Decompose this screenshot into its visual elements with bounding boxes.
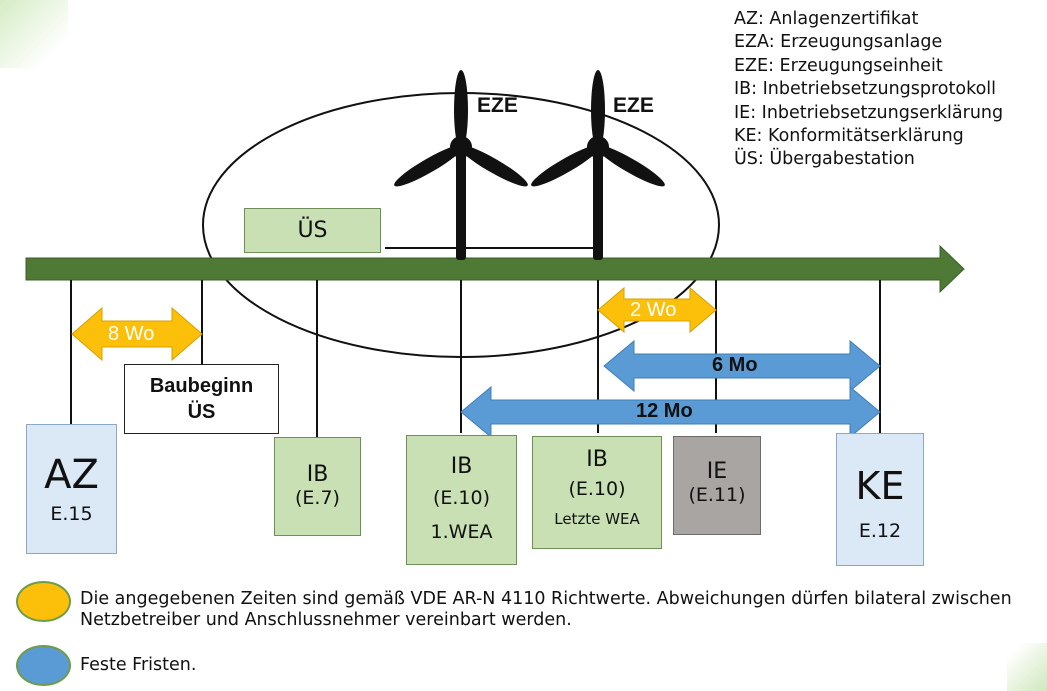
ib-e10-first-note: 1.WEA <box>430 521 493 543</box>
ie-box: IE (E.11) <box>673 436 761 535</box>
ib-e10-first-ref: (E.10) <box>432 487 491 509</box>
baubeginn-box: Baubeginn ÜS <box>124 364 279 434</box>
legend-item: IE: Inbetriebsetzungserklärung <box>734 102 1004 123</box>
ib-e7-box: IB (E.7) <box>274 437 361 536</box>
duration-label-6mo: 6 Mo <box>712 354 758 376</box>
timeline-arrow <box>25 244 965 294</box>
ib-e10-first-title: IB <box>450 454 473 479</box>
ke-box: KE E.12 <box>836 433 924 566</box>
ie-ref: (E.11) <box>688 484 746 506</box>
baubeginn-title: Baubeginn <box>149 375 254 397</box>
ib-e7-title: IB <box>306 462 329 487</box>
az-box: AZ E.15 <box>26 424 117 554</box>
abbreviation-legend: AZ: Anlagenzertifikat EZA: Erzeugungsanl… <box>734 8 1003 172</box>
eze-label: EZE <box>477 94 518 117</box>
duration-label-2wo: 2 Wo <box>630 299 677 321</box>
duration-arrow-8wo <box>71 306 203 362</box>
ib-e10-last-title: IB <box>586 447 608 472</box>
ib-e7-ref: (E.7) <box>295 487 340 509</box>
guide-value-note: Die angegebenen Zeiten sind gemäß VDE AR… <box>80 589 1012 630</box>
fixed-deadline-note: Feste Fristen. <box>80 655 197 675</box>
duration-arrow-12mo <box>460 385 881 439</box>
corner-decoration <box>1007 643 1047 691</box>
ke-title: KE <box>855 464 905 508</box>
eze-label: EZE <box>613 94 654 117</box>
ib-e10-last-note: Letzte WEA <box>554 510 640 528</box>
legend-item: ÜS: Übergabestation <box>734 149 915 170</box>
ie-title: IE <box>706 459 728 484</box>
ib-e10-last-ref: (E.10) <box>568 478 626 500</box>
fixed-deadline-marker-icon <box>16 645 71 686</box>
timeline-ticks <box>70 280 881 437</box>
duration-label-8wo: 8 Wo <box>108 323 155 345</box>
legend-item: KE: Konformitätserklärung <box>734 126 964 147</box>
baubeginn-subtitle: ÜS <box>187 401 216 423</box>
wind-turbine-icon <box>394 70 528 260</box>
duration-label-12mo: 12 Mo <box>636 400 693 422</box>
legend-item: IB: Inbetriebsetzungsprotokoll <box>734 79 997 100</box>
ib-e10-first-box: IB (E.10) 1.WEA <box>406 435 517 565</box>
legend-item: AZ: Anlagenzertifikat <box>734 9 919 29</box>
az-ref: E.15 <box>50 503 93 525</box>
corner-decoration <box>0 0 68 68</box>
duration-arrow-6mo <box>603 339 881 393</box>
legend-item: EZE: Erzeugungseinheit <box>734 55 943 76</box>
ke-ref: E.12 <box>858 520 902 542</box>
az-title: AZ <box>44 452 99 498</box>
wind-turbine-icon <box>531 70 665 260</box>
duration-arrow-2wo <box>597 286 717 334</box>
us-box: ÜS <box>244 208 381 253</box>
guide-value-marker-icon <box>16 581 71 622</box>
legend-item: EZA: Erzeugungsanlage <box>734 32 943 53</box>
ib-e10-last-box: IB (E.10) Letzte WEA <box>532 436 662 549</box>
